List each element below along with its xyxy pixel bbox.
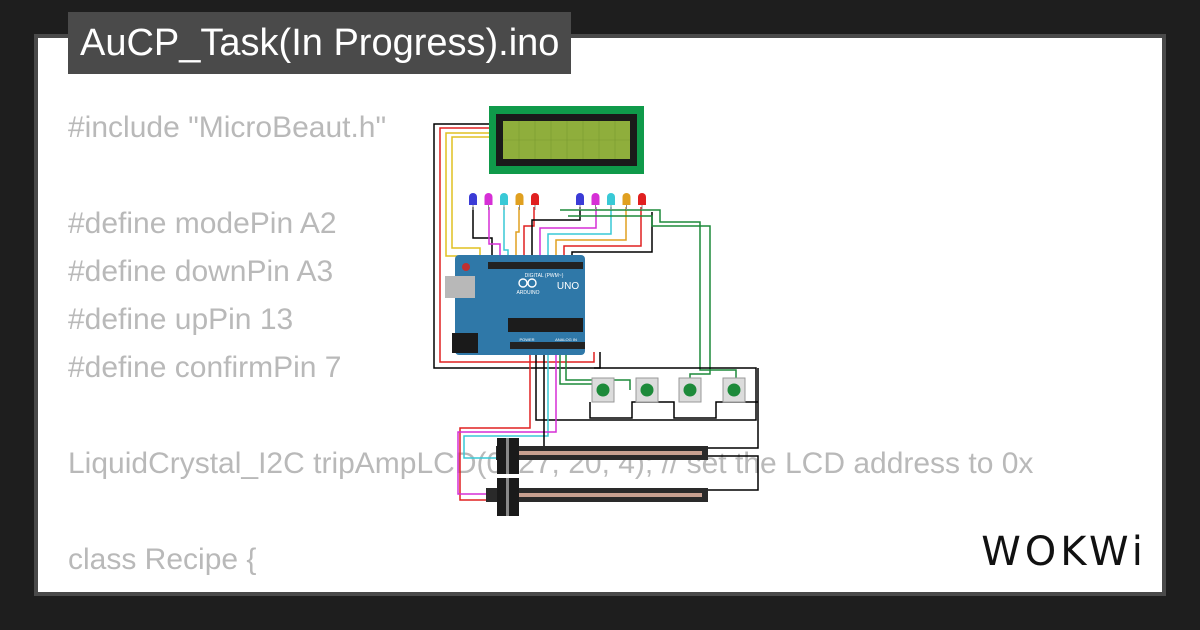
led — [638, 193, 646, 210]
slide-potentiometer-1 — [496, 438, 708, 474]
wokwi-logo: WOKWi — [981, 529, 1147, 575]
code-preview: #include "MicroBeaut.h" #define modePin A… — [68, 104, 1158, 592]
file-title: AuCP_Task(In Progress).ino — [68, 12, 572, 74]
code-line: class Recipe { — [68, 543, 257, 576]
led-group-left — [469, 193, 539, 210]
arduino-logo-icon — [518, 278, 537, 288]
led — [591, 193, 600, 210]
board-label: UNO — [557, 281, 579, 292]
code-line: #define upPin 13 — [68, 303, 294, 336]
slide-potentiometer-2 — [486, 478, 708, 516]
code-line: #define confirmPin 7 — [68, 351, 342, 384]
code-line: #define modePin A2 — [68, 207, 337, 240]
led — [531, 193, 539, 210]
code-line: public: — [68, 584, 1158, 592]
led — [622, 193, 631, 210]
code-line: #define downPin A3 — [68, 255, 334, 288]
board-sublabel: ARDUINO — [516, 290, 539, 296]
push-buttons — [591, 377, 746, 403]
push-button — [722, 377, 746, 403]
led — [469, 193, 477, 210]
push-button — [591, 377, 615, 403]
led — [500, 193, 508, 210]
led — [515, 193, 524, 210]
push-button — [635, 377, 659, 403]
lcd-grid — [503, 121, 630, 159]
power-header-label: POWER — [519, 337, 534, 342]
led-group-right — [576, 193, 646, 210]
digital-header-label: DIGITAL (PWM~) — [525, 273, 564, 279]
analog-header-label: ANALOG IN — [555, 337, 577, 342]
led — [607, 193, 615, 210]
lcd-display — [489, 106, 644, 174]
led — [576, 193, 584, 210]
code-line: #include "MicroBeaut.h" — [68, 111, 387, 144]
led — [484, 193, 493, 210]
arduino-board: DIGITAL (PWM~) UNO ARDUINO POWER ANALOG … — [445, 255, 585, 355]
push-button — [678, 377, 702, 403]
